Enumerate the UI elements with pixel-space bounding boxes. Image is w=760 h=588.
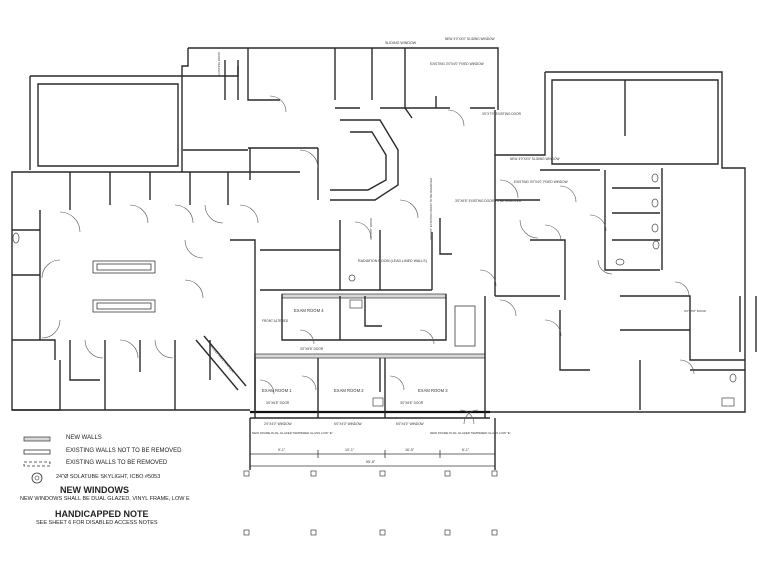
handicapped-text: SEE SHEET 6 FOR DISABLED ACCESS NOTES — [36, 520, 158, 526]
dim-4: 6'-1" — [462, 448, 470, 452]
label-exam-room-3: EXAM ROOM 3 — [418, 388, 448, 393]
door-swings — [41, 95, 695, 425]
dim-total: 55'-8" — [366, 460, 376, 464]
label-existing-window-mid: EXISTING 3'0"X4'0" FIXED WINDOW — [514, 180, 568, 184]
label-door-exam3: 3'0"X6'8" DOOR — [400, 401, 424, 405]
label-frame-note-left: NEW FRAME DUAL GLAZED TEMPERED GLASS LOW… — [252, 431, 333, 435]
dim-2: 10'-1" — [345, 448, 355, 452]
exterior-walls — [11, 47, 757, 419]
right-wing — [494, 155, 745, 410]
dimension-lines — [243, 418, 498, 536]
legend-graphics — [23, 436, 51, 484]
label-door-exam1: 3'0"X6'8" DOOR — [266, 401, 290, 405]
legend-skylight: 24"Ø SOLATUBE SKYLIGHT, ICBO #5053 — [56, 474, 161, 480]
label-entry-door: EXISTING DOOR — [217, 51, 221, 76]
label-door-right-wall: 3'0"X6'8" DOOR — [369, 217, 373, 240]
new-windows-text: NEW WINDOWS SHALL BE DUAL GLAZED, VINYL … — [20, 496, 190, 502]
label-door-removed: 3'0"X6'8" EXISTING DOOR TO BE REMOVED — [455, 199, 522, 203]
label-existing-door-top: 3'0"X7'0" EXISTING DOOR — [482, 112, 522, 116]
label-radiation-room: RADIATION ROOM (LEAD LINED WALLS) — [358, 259, 427, 263]
new-windows-title: NEW WINDOWS — [60, 485, 129, 495]
label-reception-station: RECEPTION STATION — [209, 344, 235, 374]
label-exam-room-1: EXAM ROOM 1 — [262, 388, 292, 393]
label-new-window: NEW 3'0"X4'0" SLIDING WINDOW — [445, 37, 495, 41]
exam-rooms — [254, 218, 486, 418]
handicapped-title: HANDICAPPED NOTE — [55, 509, 149, 519]
label-window-exam1: 2'0"X4'0" WINDOW — [264, 422, 292, 426]
label-existing-window: EXISTING 3'0"X4'0" FIXED WINDOW — [430, 62, 484, 66]
label-new-window-mid: NEW 3'0"X4'0" SLIDING WINDOW — [510, 157, 560, 161]
label-front-altered: FRONT ALTERED — [262, 319, 289, 323]
top-rooms — [182, 48, 495, 201]
label-sliding-window: SLIDING WINDOW — [385, 41, 417, 45]
left-wing — [12, 172, 256, 411]
label-window-exam2: 6'0"X4'0" WINDOW — [334, 422, 362, 426]
dim-1: 9'-1" — [278, 448, 286, 452]
label-door-exam4: 3'0"X6'8" DOOR — [300, 347, 324, 351]
dim-3: 16'-5" — [405, 448, 415, 452]
legend-walls-removed: EXISTING WALLS TO BE REMOVED — [66, 460, 168, 466]
legend-new-walls: NEW WALLS — [66, 435, 102, 441]
label-window-exam3: 6'0"X4'0" WINDOW — [396, 422, 424, 426]
label-frame-note-right: NEW FRAME DUAL GLAZED TEMPERED GLASS LOW… — [430, 431, 511, 435]
label-door-far-right: 3'0"X6'8" DOOR — [684, 309, 707, 313]
label-exam-room-2: EXAM ROOM 2 — [334, 388, 364, 393]
label-exam-room-4: EXAM ROOM 4 — [294, 308, 324, 313]
label-door-removed-right: 3'0"X6'8" EXISTING DOOR TO BE REMOVED — [429, 177, 433, 240]
legend-existing-walls: EXISTING WALLS NOT TO BE REMOVED — [66, 448, 182, 454]
